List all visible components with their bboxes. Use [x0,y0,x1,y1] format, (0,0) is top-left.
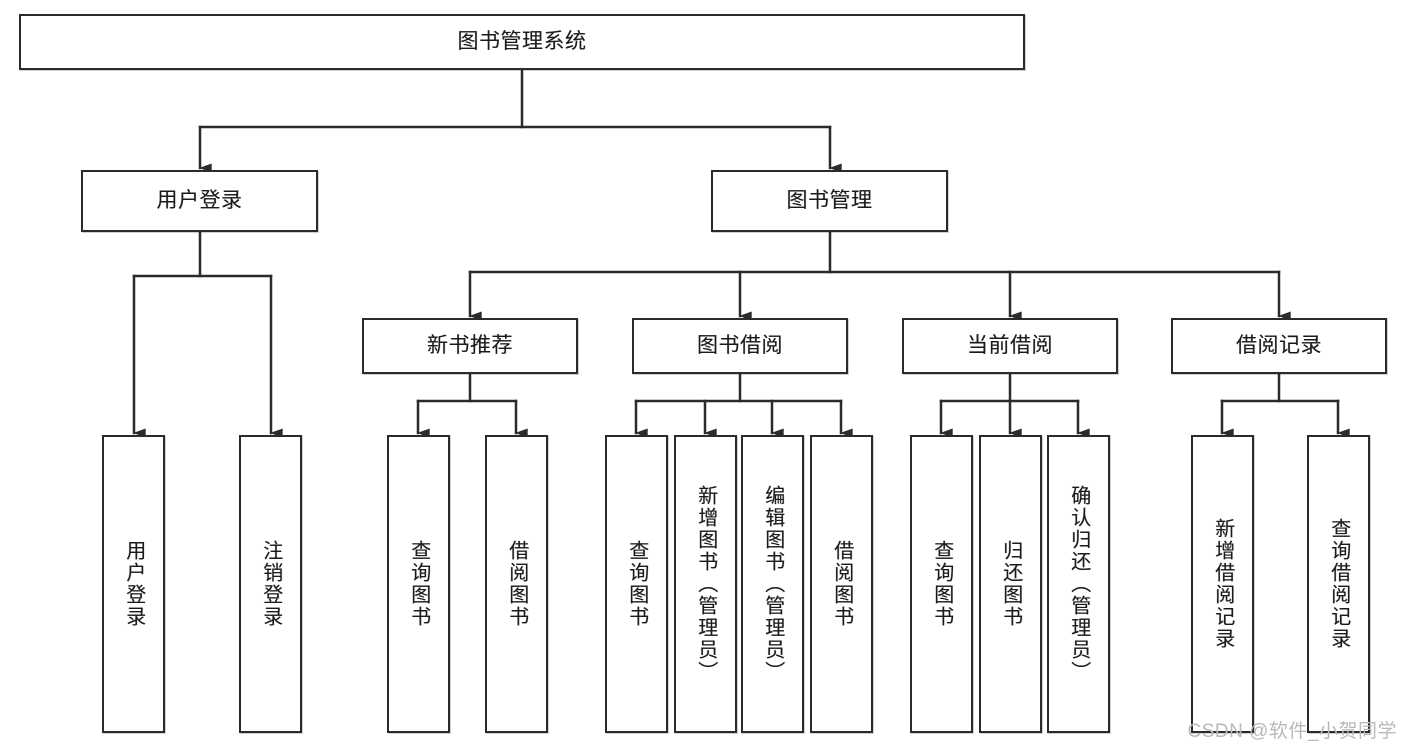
node-borrow-records[interactable]: 借阅记录 [1171,318,1387,374]
node-book-borrow-label: 图书借阅 [697,333,783,357]
node-current-borrow-label: 当前借阅 [967,333,1053,357]
leaf-query-book-current-label: 查询图书 [930,540,953,628]
node-root-book-management-system[interactable]: 图书管理系统 [19,14,1025,70]
node-user-login[interactable]: 用户登录 [81,170,318,232]
leaf-add-borrow-record[interactable]: 新增借阅记录 [1191,435,1254,733]
node-new-book-recommend-label: 新书推荐 [427,333,513,357]
leaf-add-borrow-record-label: 新增借阅记录 [1211,518,1234,650]
leaf-edit-book-admin-label: 编辑图书（管理员） [761,485,784,683]
leaf-query-book-newbooks-label: 查询图书 [407,540,430,628]
leaf-return-book[interactable]: 归还图书 [979,435,1042,733]
leaf-query-borrow-record[interactable]: 查询借阅记录 [1307,435,1370,733]
leaf-confirm-return-admin[interactable]: 确认归还（管理员） [1047,435,1110,733]
leaf-logout-label: 注销登录 [259,540,282,628]
node-new-book-recommend[interactable]: 新书推荐 [362,318,578,374]
csdn-watermark: CSDN @软件_小贺同学 [1187,721,1397,742]
node-current-borrow[interactable]: 当前借阅 [902,318,1118,374]
leaf-borrow-book-newbooks[interactable]: 借阅图书 [485,435,548,733]
node-user-login-label: 用户登录 [156,188,243,212]
node-book-borrow[interactable]: 图书借阅 [632,318,848,374]
leaf-logout[interactable]: 注销登录 [239,435,302,733]
leaf-borrow-book-label: 借阅图书 [830,540,853,628]
leaf-edit-book-admin[interactable]: 编辑图书（管理员） [741,435,804,733]
leaf-add-book-admin-label: 新增图书（管理员） [694,485,717,683]
leaf-borrow-book-newbooks-label: 借阅图书 [505,540,528,628]
leaf-query-book-borrow[interactable]: 查询图书 [605,435,668,733]
leaf-user-login-label: 用户登录 [122,540,145,628]
leaf-user-login[interactable]: 用户登录 [102,435,165,733]
node-root-label: 图书管理系统 [457,29,587,53]
node-borrow-records-label: 借阅记录 [1236,333,1322,357]
leaf-add-book-admin[interactable]: 新增图书（管理员） [674,435,737,733]
node-book-management-label: 图书管理 [786,188,873,212]
leaf-query-book-borrow-label: 查询图书 [625,540,648,628]
leaf-query-borrow-record-label: 查询借阅记录 [1327,518,1350,650]
leaf-return-book-label: 归还图书 [999,540,1022,628]
leaf-query-book-newbooks[interactable]: 查询图书 [387,435,450,733]
leaf-confirm-return-admin-label: 确认归还（管理员） [1067,485,1090,683]
node-book-management[interactable]: 图书管理 [711,170,948,232]
leaf-query-book-current[interactable]: 查询图书 [910,435,973,733]
leaf-borrow-book[interactable]: 借阅图书 [810,435,873,733]
